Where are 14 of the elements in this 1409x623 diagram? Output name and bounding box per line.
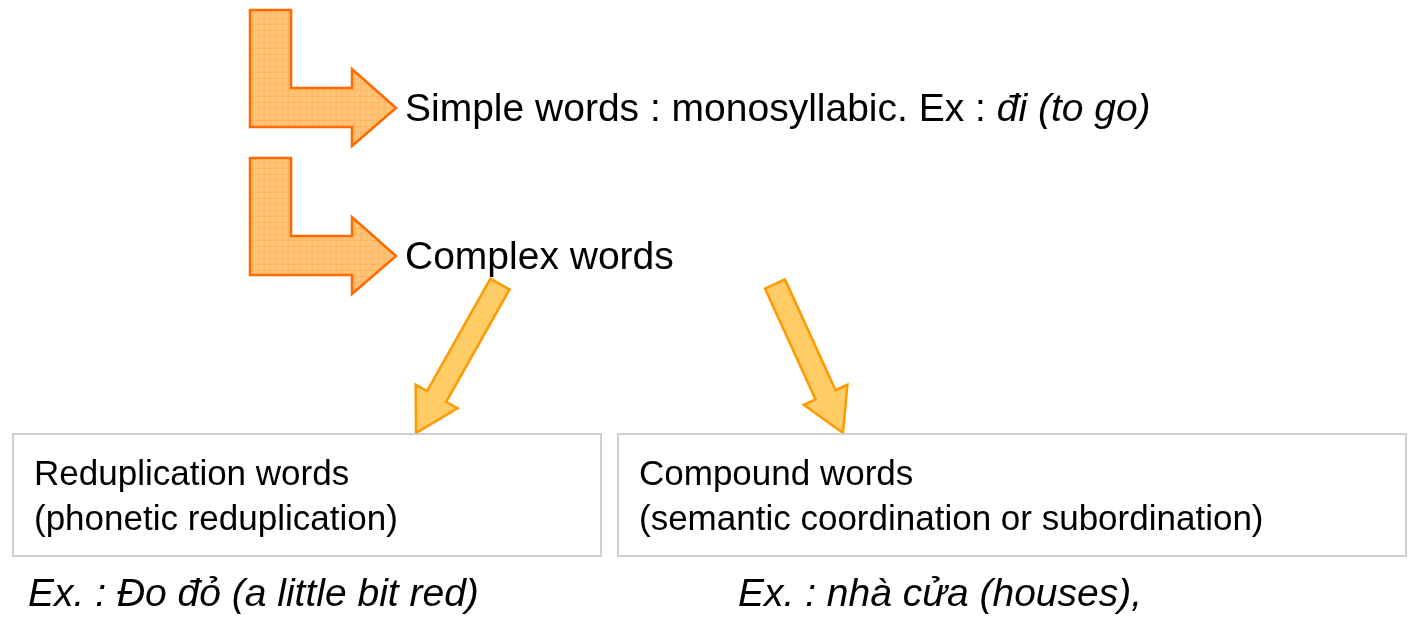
heading-text: Complex words (405, 232, 674, 279)
text-box (617, 433, 1407, 557)
text-box (12, 433, 602, 557)
block-arrow (414, 276, 512, 436)
heading-text: Simple words : monosyllabic. Ex : đi (to go) (405, 84, 1151, 131)
box-heading: Reduplication words (34, 451, 351, 494)
bent-block-arrow (248, 8, 398, 149)
block-arrow (763, 277, 849, 436)
bent-block-arrow (248, 156, 398, 297)
example-text: Ex. : nhà cửa (houses), (738, 570, 1143, 616)
example-text: Ex. : Đo đỏ (a little bit red) (28, 570, 479, 616)
box-subtitle: (semantic coordination or subordination) (639, 497, 1265, 539)
box-heading: Compound words (639, 451, 915, 494)
box-subtitle: (phonetic reduplication) (34, 497, 399, 539)
